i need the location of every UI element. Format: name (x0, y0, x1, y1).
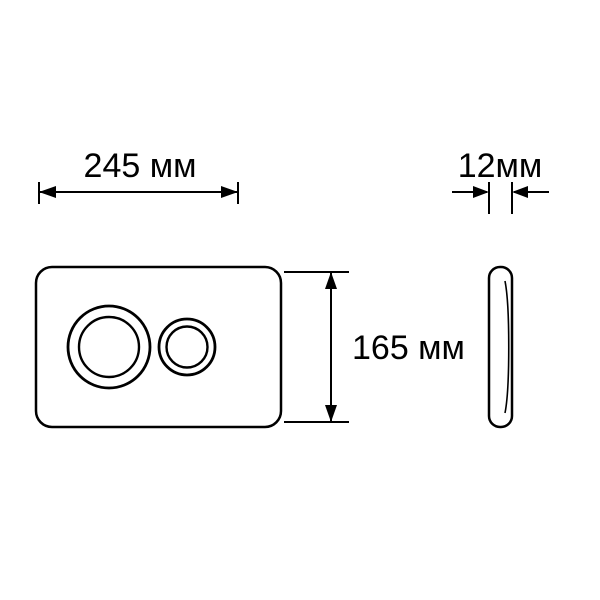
plate-side-view (487, 265, 514, 429)
large-flush-button-outer-ring (66, 304, 152, 390)
plate-side-profile-outline (487, 265, 514, 429)
depth-dimension-label: 12мм (458, 147, 543, 185)
height-dimension-label: 165 мм (352, 329, 465, 367)
width-dimension-label: 245 мм (84, 147, 197, 185)
plate-side-profile-curve (504, 280, 510, 414)
height-arrow-down-icon (325, 405, 337, 422)
width-arrow-left-icon (39, 186, 56, 198)
depth-arrow-right-icon (473, 186, 489, 198)
width-dimension (38, 182, 239, 204)
depth-arrow-left-icon (512, 186, 528, 198)
height-arrow-up-icon (325, 272, 337, 289)
large-flush-button-inner-ring (77, 315, 141, 379)
plate-front-view (34, 265, 283, 429)
depth-dimension (452, 182, 549, 214)
height-dimension (284, 271, 349, 423)
small-flush-button-inner-ring (165, 325, 209, 369)
small-flush-button-outer-ring (157, 317, 217, 377)
width-arrow-right-icon (221, 186, 238, 198)
